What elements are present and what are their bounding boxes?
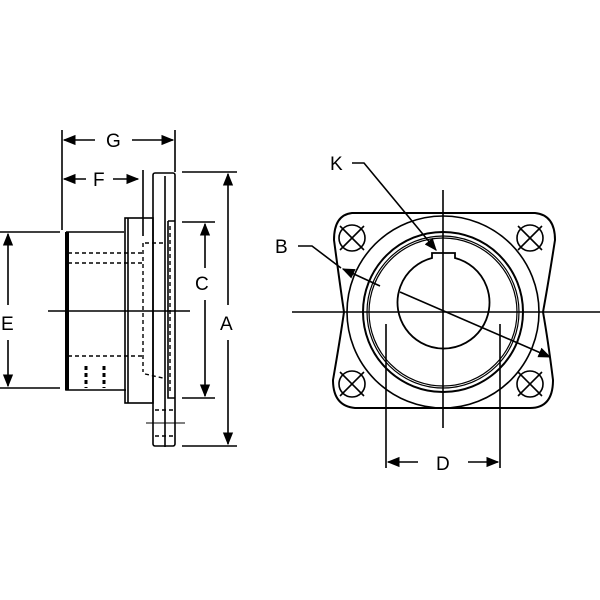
- side-view: [48, 170, 190, 447]
- label-d: D: [436, 454, 450, 475]
- bolt-holes: [338, 224, 544, 398]
- label-g: G: [106, 131, 121, 152]
- label-f: F: [93, 170, 105, 191]
- label-b: B: [275, 237, 288, 258]
- front-dimensions: [298, 162, 552, 468]
- front-view: [292, 190, 600, 428]
- label-k: K: [330, 154, 343, 175]
- side-dimensions: [0, 130, 237, 447]
- label-c: C: [195, 274, 209, 295]
- label-e: E: [1, 314, 14, 335]
- label-a: A: [220, 314, 233, 335]
